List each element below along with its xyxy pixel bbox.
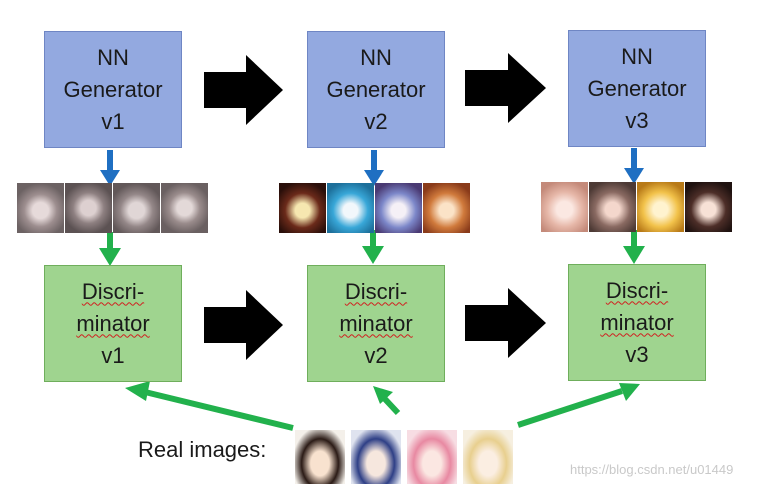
samples-v3 (541, 182, 733, 232)
blue-arrow-1 (100, 150, 120, 186)
discriminator-v1-line3: v1 (101, 342, 125, 368)
discriminator-v2-line3: v2 (364, 342, 388, 368)
generator-v1-line2: Generator (63, 76, 163, 102)
sample-image (637, 182, 684, 232)
sample-image (375, 183, 422, 233)
real-arrow-to-d1 (125, 381, 294, 431)
discriminator-v3-line1: Discri- (605, 277, 669, 303)
sample-image (423, 183, 470, 233)
generator-v1: NN Generator v1 (44, 31, 182, 148)
real-image (351, 430, 401, 484)
generator-v3: NN Generator v3 (568, 30, 706, 147)
sample-image (279, 183, 326, 233)
generator-v3-line1: NN (621, 43, 653, 69)
discriminator-v1-line1: Discri- (81, 278, 145, 304)
green-arrow-3 (623, 230, 645, 264)
real-images-label: Real images: (138, 437, 267, 462)
discriminator-v3-line2: minator (600, 309, 674, 335)
generator-arrow-2 (465, 53, 546, 123)
generator-v1-line3: v1 (101, 108, 125, 134)
sample-image (17, 183, 64, 233)
real-arrow-to-d3 (517, 383, 640, 428)
discriminator-v3-line3: v3 (625, 341, 649, 367)
generator-v2-line1: NN (360, 44, 392, 70)
real-image (463, 430, 513, 484)
generator-v3-line3: v3 (625, 107, 649, 133)
blue-arrow-3 (624, 148, 644, 184)
sample-image (685, 182, 732, 232)
discriminator-v3: Discri- minator v3 (568, 264, 706, 381)
generator-arrow-1 (204, 55, 283, 125)
watermark: https://blog.csdn.net/u01449 (570, 462, 734, 477)
green-arrow-2 (362, 230, 384, 264)
real-images (295, 430, 519, 484)
generator-v2: NN Generator v2 (307, 31, 445, 148)
sample-image (541, 182, 588, 232)
generator-v2-line3: v2 (364, 108, 388, 134)
sample-image (65, 183, 112, 233)
generator-v1-line1: NN (97, 44, 129, 70)
samples-v2 (279, 183, 471, 233)
samples-v1 (17, 183, 209, 233)
discriminator-v2-line1: Discri- (344, 278, 408, 304)
sample-image (113, 183, 160, 233)
sample-image (327, 183, 374, 233)
discriminator-v2: Discri- minator v2 (307, 265, 445, 382)
generator-v2-line2: Generator (326, 76, 426, 102)
discriminator-arrow-1 (204, 290, 283, 360)
blue-arrow-2 (364, 150, 384, 186)
real-image (407, 430, 457, 484)
discriminator-arrow-2 (465, 288, 546, 358)
discriminator-v2-line2: minator (339, 310, 413, 336)
real-arrow-to-d2 (373, 386, 401, 416)
sample-image (161, 183, 208, 233)
generator-v3-line2: Generator (587, 75, 687, 101)
green-arrow-1 (99, 232, 121, 266)
real-image (295, 430, 345, 484)
discriminator-v1-line2: minator (76, 310, 150, 336)
discriminator-v1: Discri- minator v1 (44, 265, 182, 382)
sample-image (589, 182, 636, 232)
